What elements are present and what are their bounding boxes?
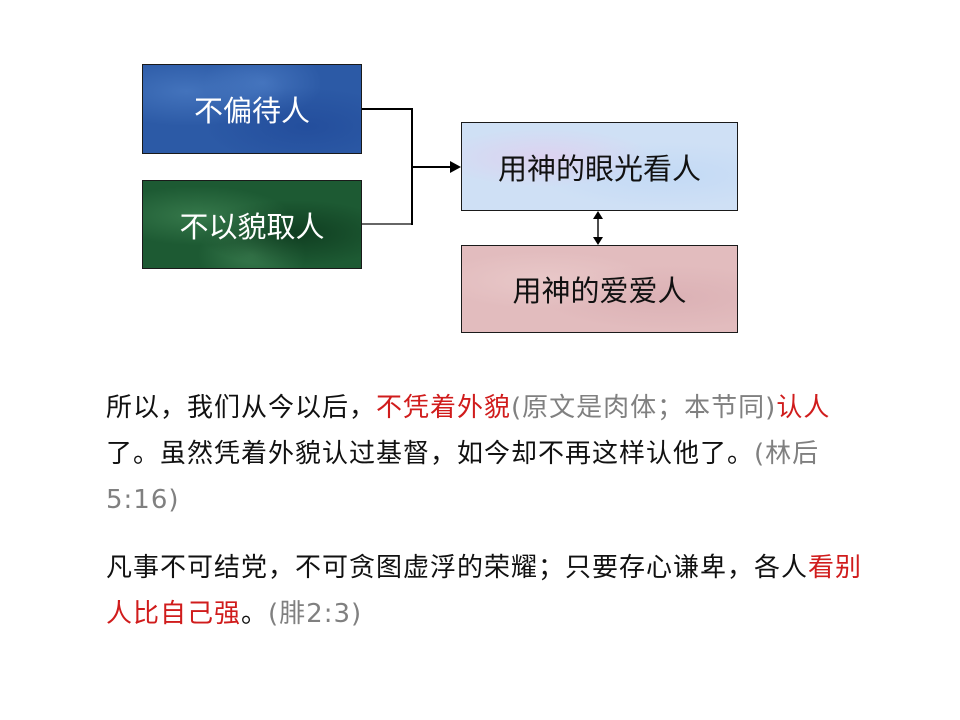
highlight-text: 认人: [776, 393, 831, 423]
arrow-right-icon: [450, 161, 461, 173]
connector-bottom-horizontal: [362, 223, 412, 225]
verse-philippians: 凡事不可结党，不可贪图虚浮的荣耀；只要存心谦卑，各人看别人比自己强。(腓2:3): [106, 545, 866, 637]
node-not-by-appearance: 不以貌取人: [142, 180, 362, 269]
node-label: 用神的眼光看人: [497, 151, 701, 186]
verse-reference: (林后5:16): [106, 439, 820, 515]
connector-top-horizontal: [362, 108, 412, 110]
verse-text: 。: [241, 599, 269, 629]
node-gods-eyes: 用神的眼光看人: [461, 122, 738, 211]
highlight-text: 不凭着外貌: [376, 393, 512, 423]
connector-arrow-shaft: [411, 166, 453, 168]
verse-text: 了。虽然凭着外貌认过基督，如今却不再这样认他了。: [106, 439, 755, 469]
note-text: (原文是肉体；本节同): [511, 393, 777, 423]
node-label: 不偏待人: [193, 94, 310, 128]
verse-text: 所以，我们从今以后，: [106, 393, 377, 423]
verse-corinthians: 所以，我们从今以后，不凭着外貌(原文是肉体；本节同)认人了。虽然凭着外貌认过基督…: [106, 385, 836, 523]
verse-text: 凡事不可结党，不可贪图虚浮的荣耀；只要存心谦卑，各人: [106, 553, 809, 583]
verse-reference: (腓2:3): [268, 599, 363, 629]
node-gods-love: 用神的爱爱人: [461, 245, 738, 333]
double-arrow-icon: [593, 211, 603, 245]
node-impartial: 不偏待人: [142, 64, 362, 154]
highlight-text: 看别人比自己强: [106, 553, 863, 629]
node-label: 用神的爱爱人: [512, 274, 687, 308]
node-label: 不以貌取人: [179, 209, 325, 244]
